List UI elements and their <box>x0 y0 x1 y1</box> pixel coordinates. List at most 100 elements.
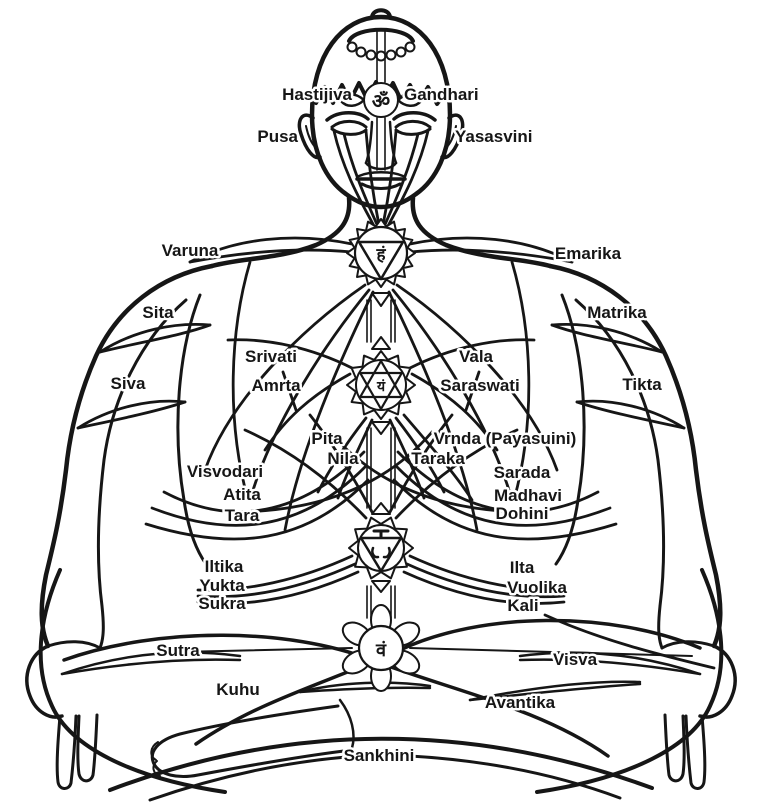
label-sutra: Sutra <box>156 641 200 660</box>
label-dohini: Dohini <box>496 504 549 523</box>
label-emarika: Emarika <box>555 244 622 263</box>
face-nadi <box>383 131 396 225</box>
right-arm-outer <box>550 266 720 646</box>
nadi-ribbon-right-1 <box>410 556 564 590</box>
right-ear <box>442 115 463 157</box>
label-saraswati: Saraswati <box>440 376 519 395</box>
face-nadi <box>384 134 418 227</box>
anahata-hexagram-down <box>360 373 402 409</box>
label-sarada: Sarada <box>494 463 551 482</box>
nadi-manipura-up-left2 <box>310 415 372 512</box>
label-pita: Pita <box>311 429 343 448</box>
nadi-vrnda-2 <box>404 415 472 500</box>
upper-lip <box>359 172 403 176</box>
label-vrnda: Vrnda (Payasuini) <box>434 429 577 448</box>
nadi-chest-left-2 <box>250 290 369 500</box>
nadi-chest-right-2 <box>393 290 512 500</box>
nadi-labels: Hastijiva Gandhari Pusa Yasasvini Varuna… <box>108 83 665 768</box>
nadi-tikta-a <box>577 401 684 428</box>
right-ear-inner <box>446 126 456 148</box>
nadi-ribbon-right-3 <box>404 572 564 604</box>
bud-below-throat <box>372 293 390 306</box>
label-sankhini: Sankhini <box>344 746 415 765</box>
nadi-arc-right-1 <box>398 452 598 512</box>
nadi-amrta <box>228 340 352 368</box>
nadi-matrika-a <box>552 324 662 352</box>
om-symbol: ॐ <box>372 89 390 113</box>
right-knuckle-line <box>662 642 714 648</box>
toe-bump-2 <box>153 761 160 776</box>
nadi-arc-left-1 <box>164 452 364 512</box>
nadi-manipura-up-right <box>396 430 517 518</box>
nadi-sutra-b <box>62 660 240 674</box>
right-finger-1 <box>686 716 705 789</box>
crown-bead <box>367 51 376 60</box>
ajna-petal-right <box>398 94 421 105</box>
nadi-matrika-b <box>552 325 662 352</box>
left-finger-1 <box>57 716 76 789</box>
lower-lip <box>362 184 400 189</box>
nadi-arc-left-3 <box>146 480 368 539</box>
label-pusa: Pusa <box>257 127 298 146</box>
bottom-leg-arc <box>110 739 652 790</box>
nadi-arc-left-2 <box>152 466 366 525</box>
bud-below-manipura <box>372 581 390 592</box>
ankle-line <box>340 700 354 748</box>
left-finger-2 <box>78 715 97 781</box>
right-palm <box>700 646 735 717</box>
left-ear <box>299 115 320 157</box>
label-srivati: Srivati <box>245 347 297 366</box>
crown-bead <box>357 48 366 57</box>
nadi-ribbon-left-1 <box>198 556 352 590</box>
nadi-siva-b <box>78 402 185 428</box>
crown-bead <box>397 48 406 57</box>
manipura-hook-right <box>384 548 390 557</box>
manipura-syllable-marks <box>374 531 388 537</box>
label-ilta: Ilta <box>510 558 535 577</box>
nadi-ribbon-left-3 <box>198 572 358 604</box>
label-vala: Vala <box>459 347 494 366</box>
label-amrta: Amrta <box>251 376 301 395</box>
label-sita: Sita <box>142 303 174 322</box>
label-visvodari: Visvodari <box>187 462 263 481</box>
anahata-hexagram-up <box>360 361 402 397</box>
neck-left <box>212 198 349 266</box>
body-outline <box>27 198 735 800</box>
bottom-leg-arc-right <box>410 756 620 798</box>
nadi-emarika-a <box>410 238 572 262</box>
nadi-sita-a <box>100 324 210 352</box>
nadi-sita-b <box>100 325 210 352</box>
manipura-hook-left <box>372 548 378 557</box>
nadi-srivati-spur <box>283 372 296 410</box>
nadi-visva-a <box>520 653 700 674</box>
left-torso-side <box>178 295 206 564</box>
label-kali: Kali <box>507 596 538 615</box>
chakras: ॐ हं यं <box>339 83 423 691</box>
right-arm-inner <box>576 300 664 648</box>
face-nadi <box>334 131 375 228</box>
crown-beads <box>348 43 415 61</box>
bud-below-heart <box>372 422 390 434</box>
label-avantika: Avantika <box>485 693 556 712</box>
face-nadi <box>366 131 379 225</box>
ajna-circle <box>364 83 398 117</box>
nadi-srivati <box>265 374 350 450</box>
nose-bottom <box>366 163 396 169</box>
neck-right <box>413 198 550 266</box>
nadi-siva-a <box>78 401 185 428</box>
nose-right <box>390 122 396 163</box>
rail-3 <box>367 586 395 618</box>
nadi-sutra-visva-left <box>178 648 352 652</box>
left-arm-outer <box>42 266 212 646</box>
vishuddha-chakra: हं <box>347 219 415 287</box>
nadi-chest-left-1 <box>205 285 365 470</box>
nose-left <box>366 122 372 163</box>
label-madhavi: Madhavi <box>494 486 562 505</box>
ajna-chakra: ॐ <box>341 83 421 117</box>
manipura-chakra <box>349 518 413 579</box>
nadi-kali-line <box>545 615 714 668</box>
left-palm <box>27 646 62 717</box>
nadi-emarika-b <box>410 250 572 262</box>
face-nadi <box>344 134 378 227</box>
